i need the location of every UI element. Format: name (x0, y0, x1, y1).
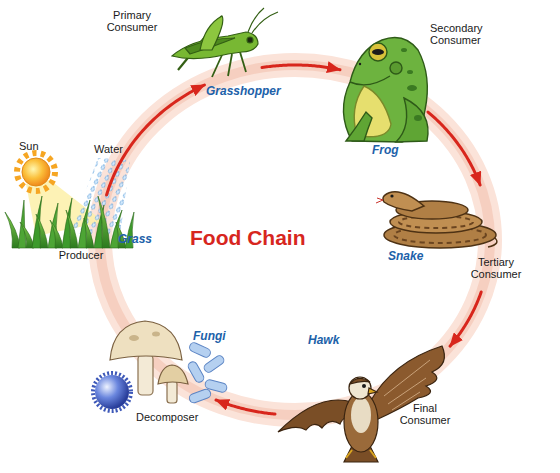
bacteria-capsule (187, 360, 206, 384)
organism-node: HawkFinal Consumer (275, 345, 450, 462)
mushroom-cap (110, 321, 182, 360)
mushroom-stem (167, 381, 177, 403)
organism-node: SnakeTertiary Consumer (378, 185, 500, 292)
energy-arrow (107, 85, 205, 195)
snake-head (383, 192, 424, 211)
bacteria-capsule (202, 354, 225, 374)
trophic-level: Tertiary Consumer (462, 256, 530, 280)
grass-blade (5, 212, 20, 248)
frog-body (343, 38, 427, 142)
hawk-eye (362, 384, 366, 388)
diagram-title: Food Chain (190, 226, 305, 250)
snake-eye (390, 194, 393, 197)
grasshopper-leg (240, 52, 246, 72)
hawk-talon (346, 450, 376, 458)
trophic-level: Secondary Consumer (430, 22, 506, 46)
mushroom-spot (152, 332, 160, 337)
grasshopper-leg (212, 55, 222, 77)
organism-name: Frog (372, 143, 412, 157)
hawk-body (344, 392, 378, 452)
energy-arrow (262, 65, 340, 70)
organism-name: Grasshopper (206, 84, 290, 98)
grass-illustration (5, 196, 134, 248)
capsule-shape (188, 341, 212, 358)
frog-nostril (359, 63, 361, 65)
organism-node: GrassProducer (10, 195, 135, 248)
frog-pupil (372, 49, 384, 55)
energy-arrow (216, 400, 275, 414)
hawk-head (349, 377, 371, 399)
sun-rays (17, 153, 55, 191)
capsule-shape (202, 354, 225, 374)
spore-ball-edge (93, 373, 131, 411)
frog-spot (401, 48, 407, 52)
bacteria-capsule (188, 341, 212, 358)
sun-disc (22, 158, 50, 186)
grass-blade (66, 210, 78, 248)
environment-label: Sun (19, 140, 39, 152)
capsule-shape (188, 388, 212, 404)
capsule-shape (187, 360, 206, 384)
hawk-chest (351, 397, 371, 433)
trophic-level: Primary Consumer (100, 9, 164, 33)
organism-node: FungiDecomposer (92, 325, 225, 400)
grass-blade (20, 222, 34, 248)
trophic-level: Producer (46, 249, 116, 261)
organism-name: Grass (118, 232, 168, 246)
energy-arrow (428, 112, 480, 185)
organism-name: Hawk (308, 333, 358, 347)
bacteria-capsule (188, 388, 212, 404)
snake-illustration (376, 192, 497, 248)
frog-spot (407, 70, 413, 74)
frog-mouth (350, 76, 390, 85)
grasshopper-antenna (248, 8, 264, 32)
organism-node: Primary ConsumerGrasshopper (150, 12, 262, 85)
spore-ball (95, 375, 129, 409)
hawk-beak (368, 388, 377, 394)
organism-node: Secondary ConsumerFrog (340, 28, 428, 142)
mushroom-spot (129, 335, 139, 341)
frog-spot (414, 115, 422, 121)
grass-blade (36, 214, 48, 248)
organism-name: Snake (388, 249, 438, 263)
grass-blade (98, 196, 110, 248)
frog-eye (369, 43, 387, 61)
frog-eardrum (390, 62, 402, 74)
hawk-wing (278, 400, 354, 432)
trophic-level: Final Consumer (394, 402, 456, 426)
mushroom-cap (158, 365, 188, 384)
frog-hind-leg (396, 98, 428, 142)
grasshopper-leg (228, 54, 232, 76)
trophic-level: Decomposer (136, 411, 216, 423)
grass-blade (50, 220, 63, 248)
grasshopper-thigh (200, 16, 223, 50)
mushroom-stem (138, 355, 153, 395)
environment-label: Water (94, 143, 123, 155)
grasshopper-antenna (252, 12, 278, 33)
frog-spot (407, 85, 417, 91)
grass-blade (84, 218, 94, 248)
frog-front-leg (346, 112, 372, 141)
frog-illustration (343, 38, 428, 142)
energy-arrow (450, 292, 481, 346)
snake-tongue (376, 198, 383, 203)
organism-name: Fungi (193, 329, 238, 343)
grasshopper-eye (247, 37, 253, 43)
hawk-crown (350, 378, 370, 384)
